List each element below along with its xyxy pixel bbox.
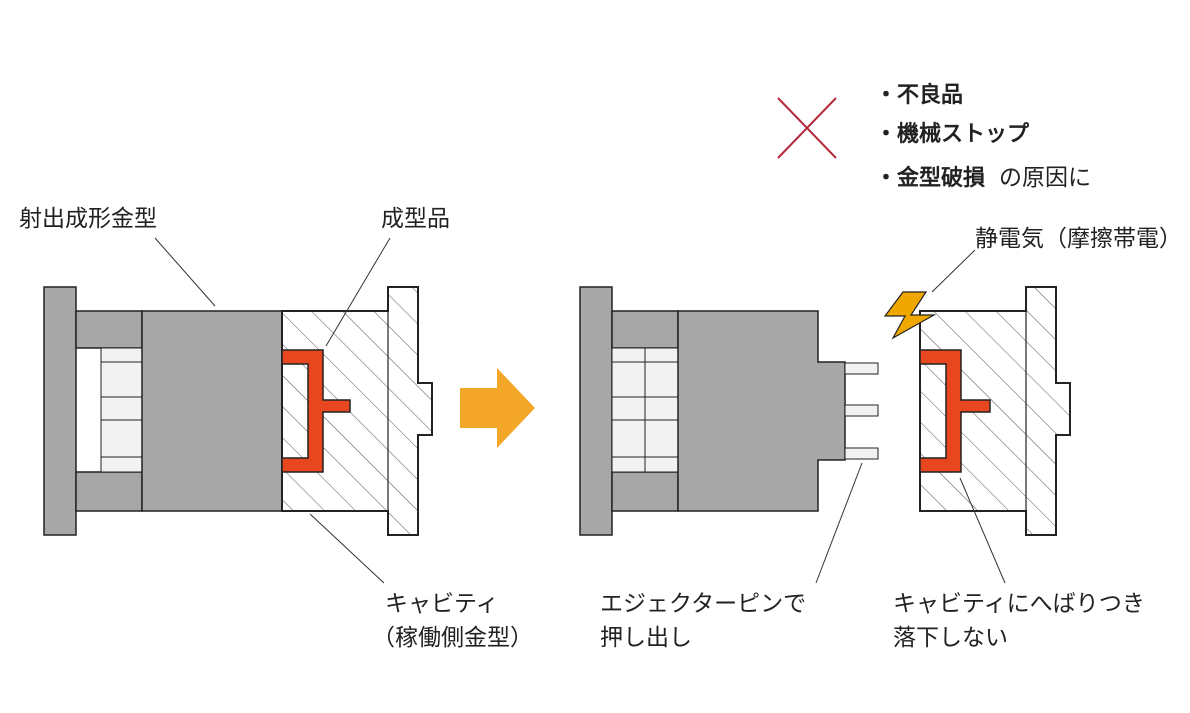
problem-suffix: の原因に bbox=[999, 165, 1091, 191]
stuck-product bbox=[919, 349, 991, 473]
ejector-box-top-open bbox=[611, 310, 679, 349]
ejector-pin bbox=[844, 447, 879, 460]
lightning-bolt-icon bbox=[883, 291, 937, 340]
problem-item: ・金型破損 bbox=[875, 165, 986, 191]
molded-product bbox=[281, 349, 351, 473]
product-label: 成型品 bbox=[381, 206, 450, 232]
ejector-box-bottom bbox=[75, 471, 143, 512]
ejector-pin bbox=[844, 404, 879, 417]
cavity-stick-label-line2: 落下しない bbox=[893, 625, 1008, 651]
leader-lines bbox=[154, 237, 1006, 584]
mold-label: 射出成形金型 bbox=[19, 206, 157, 232]
cross-mark-icon bbox=[777, 97, 837, 159]
ejector-box-top bbox=[75, 310, 143, 349]
open-mold bbox=[579, 286, 1071, 536]
ejector-label-line2: 押し出し bbox=[600, 625, 692, 651]
ejector-box-bottom-open bbox=[611, 471, 679, 512]
cavity-block bbox=[281, 286, 433, 536]
cavity-stick-label-line1: キャビティにへばりつき bbox=[893, 591, 1145, 617]
cavity-label-line2: （稼働側金型） bbox=[372, 625, 533, 651]
ejector-plate bbox=[100, 347, 143, 473]
right-arrow-icon bbox=[460, 368, 535, 448]
problem-item: ・機械ストップ bbox=[875, 122, 1030, 147]
stuck-leader bbox=[959, 477, 1006, 584]
product-leader bbox=[325, 237, 391, 347]
cavity-label-line1: キャビティ bbox=[385, 591, 499, 617]
fixed-plate-open bbox=[579, 286, 613, 536]
core-block bbox=[141, 310, 283, 512]
ejector-leader bbox=[815, 462, 863, 584]
core-block-open bbox=[677, 310, 846, 512]
ejector-label-line1: エジェクターピンで bbox=[600, 591, 806, 617]
static-label: 静電気（摩擦帯電） bbox=[975, 226, 1182, 252]
cavity-block-open bbox=[919, 286, 1071, 536]
problem-item: ・不良品 bbox=[875, 82, 963, 108]
cavity-leader bbox=[309, 513, 385, 584]
mold-leader bbox=[154, 237, 216, 307]
ejector-pin bbox=[844, 362, 879, 375]
closed-mold bbox=[43, 286, 433, 536]
fixed-plate bbox=[43, 286, 77, 536]
static-leader bbox=[931, 249, 976, 293]
